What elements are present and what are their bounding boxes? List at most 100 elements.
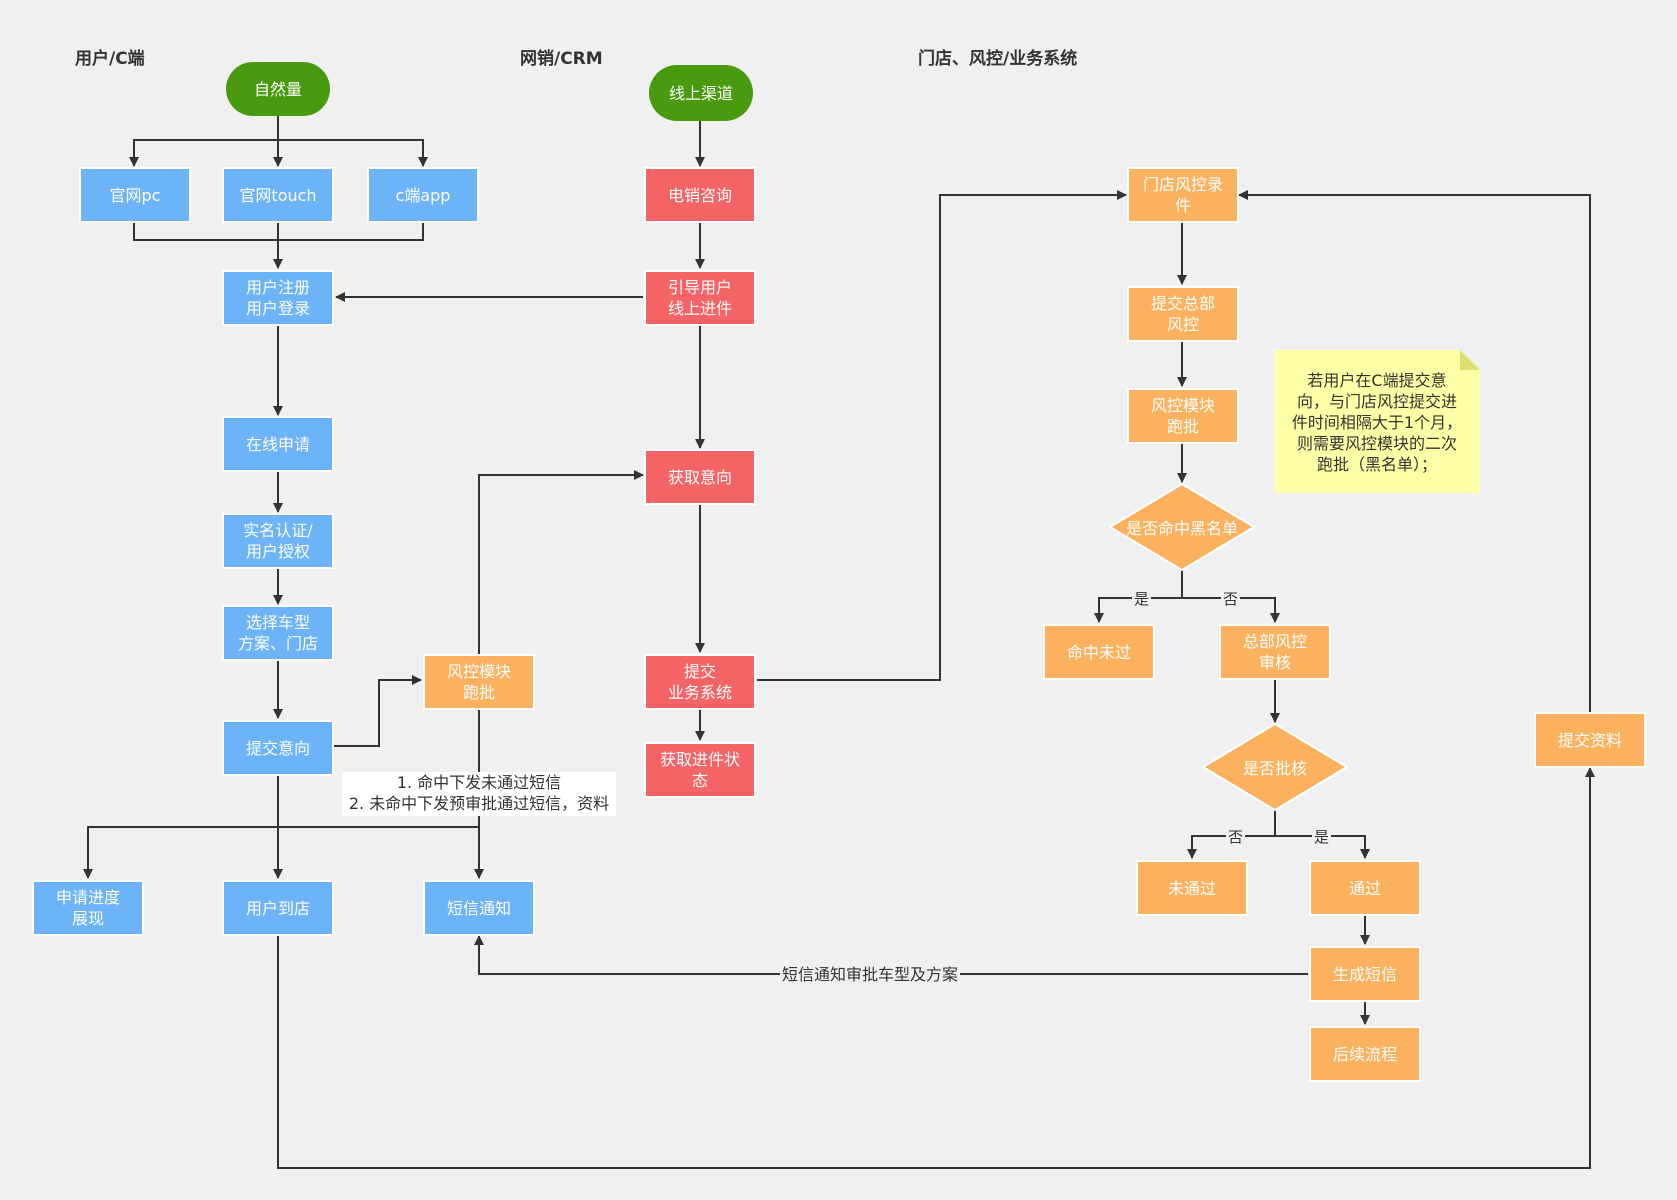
- node-submit-business[interactable]: 提交业务系统: [644, 654, 756, 710]
- decision-approved[interactable]: 是否批核: [1202, 723, 1348, 811]
- node-select-model-line1: 选择车型: [245, 613, 310, 632]
- node-guide-user-line2: 线上进件: [667, 299, 732, 318]
- edge-label-yes-blacklist: 是: [1132, 590, 1152, 608]
- node-online-channel[interactable]: 线上渠道: [649, 65, 753, 121]
- node-store-entry[interactable]: 门店风控录件: [1127, 167, 1239, 223]
- node-c-app[interactable]: c端app: [367, 167, 479, 223]
- edge-blacklist-no: [1182, 597, 1280, 623]
- node-real-name-auth[interactable]: 实名认证/用户授权: [222, 513, 334, 569]
- edge-submitbiz-to-store: [757, 190, 1127, 681]
- node-natural-traffic[interactable]: 自然量: [226, 62, 330, 116]
- sticky-note-line5: 跑批（黑名单）；: [1316, 455, 1437, 474]
- node-followup-label: 后续流程: [1332, 1044, 1397, 1064]
- edge-approve-no: [1187, 835, 1275, 859]
- edge-submit-to-risk: [334, 675, 422, 747]
- node-website-touch-label: 官网touch: [239, 185, 317, 205]
- edge-natural-to-pc: [129, 139, 278, 167]
- edge-app-to-register: [278, 222, 424, 241]
- edge-pc-to-register: [133, 222, 278, 241]
- decision-blacklist-label: 是否命中黑名单: [1125, 519, 1238, 538]
- node-submit-business-line2: 业务系统: [667, 683, 732, 702]
- node-user-arrive[interactable]: 用户到店: [222, 880, 334, 936]
- node-user-register-line1: 用户注册: [245, 278, 310, 297]
- node-hq-review-line2: 审核: [1258, 653, 1291, 672]
- lane-title-store: 门店、风控/业务系统: [918, 49, 1078, 69]
- node-user-arrive-label: 用户到店: [245, 898, 310, 918]
- node-hit-fail[interactable]: 命中未过: [1043, 624, 1155, 680]
- node-progress-display-line2: 展现: [71, 909, 104, 928]
- node-generate-sms-label: 生成短信: [1332, 964, 1397, 984]
- node-c-app-label: c端app: [395, 185, 451, 205]
- node-guide-user[interactable]: 引导用户线上进件: [644, 270, 756, 326]
- node-natural-traffic-label: 自然量: [253, 79, 302, 99]
- edge-label-no-blacklist: 否: [1221, 590, 1241, 608]
- node-user-register-line2: 用户登录: [245, 299, 310, 318]
- edge-label-sms-approval: 短信通知审批车型及方案: [780, 965, 961, 984]
- node-followup[interactable]: 后续流程: [1309, 1026, 1421, 1082]
- node-hit-fail-label: 命中未过: [1066, 642, 1131, 662]
- edge-natural-to-app: [278, 139, 428, 167]
- node-risk-batch-user-line2: 跑批: [462, 683, 495, 702]
- lane-title-user: 用户/C端: [75, 49, 145, 69]
- node-website-touch[interactable]: 官网touch: [222, 167, 334, 223]
- node-get-status[interactable]: 获取进件状态: [644, 742, 756, 798]
- node-submit-docs-label: 提交资料: [1557, 730, 1622, 750]
- node-not-pass[interactable]: 未通过: [1136, 860, 1248, 916]
- sticky-note-line2: 向，与门店风控提交进: [1296, 392, 1457, 411]
- node-progress-display-line1: 申请进度: [55, 888, 120, 907]
- node-get-status-line1: 获取进件状: [659, 750, 740, 769]
- node-website-pc-label: 官网pc: [109, 185, 161, 205]
- node-select-model[interactable]: 选择车型方案、门店: [222, 605, 334, 661]
- node-not-pass-label: 未通过: [1167, 878, 1216, 898]
- node-get-intent-label: 获取意向: [667, 467, 732, 487]
- edge-gen-to-sms: [474, 935, 1308, 975]
- node-get-status-line2: 态: [691, 771, 708, 790]
- node-risk-batch-store-line2: 跑批: [1166, 417, 1199, 436]
- node-submit-hq-line2: 风控: [1166, 315, 1199, 334]
- node-sms-notice[interactable]: 短信通知: [423, 880, 535, 936]
- node-pass[interactable]: 通过: [1309, 860, 1421, 916]
- node-submit-intent-label: 提交意向: [245, 738, 310, 758]
- lane-title-crm: 网销/CRM: [520, 49, 603, 69]
- node-online-apply[interactable]: 在线申请: [222, 416, 334, 472]
- node-store-entry-line2: 件: [1174, 196, 1191, 215]
- node-website-pc[interactable]: 官网pc: [79, 167, 191, 223]
- node-get-intent[interactable]: 获取意向: [644, 449, 756, 505]
- node-hq-review-line1: 总部风控: [1242, 632, 1307, 651]
- sticky-note-line1: 若用户在C端提交意: [1307, 371, 1447, 390]
- node-select-model-line2: 方案、门店: [237, 634, 318, 653]
- node-real-name-auth-line2: 用户授权: [245, 542, 310, 561]
- node-risk-batch-store-line1: 风控模块: [1150, 396, 1215, 415]
- decision-approved-shape: [1202, 723, 1348, 811]
- node-progress-display[interactable]: 申请进度展现: [32, 880, 144, 936]
- node-pass-label: 通过: [1348, 878, 1381, 898]
- node-risk-batch-user[interactable]: 风控模块跑批: [423, 654, 535, 710]
- edge-note-sms-rules: 1. 命中下发未通过短信 2. 未命中下发预审批通过短信，资料: [342, 772, 616, 816]
- decision-blacklist[interactable]: 是否命中黑名单: [1109, 483, 1255, 571]
- edge-to-progress: [83, 826, 479, 879]
- node-hq-review[interactable]: 总部风控审核: [1219, 624, 1331, 680]
- edge-blacklist-yes: [1094, 597, 1182, 623]
- decision-approved-label: 是否批核: [1242, 759, 1307, 778]
- edge-risk-to-getintent: [478, 470, 644, 654]
- node-tele-consult-label: 电销咨询: [667, 185, 732, 205]
- edge-note-line2: 2. 未命中下发预审批通过短信，资料: [348, 794, 610, 813]
- edge-approve-yes: [1275, 835, 1370, 859]
- node-user-register[interactable]: 用户注册用户登录: [222, 270, 334, 326]
- node-real-name-auth-line1: 实名认证/: [243, 521, 313, 540]
- node-submit-hq[interactable]: 提交总部风控: [1127, 286, 1239, 342]
- node-submit-intent[interactable]: 提交意向: [222, 720, 334, 776]
- node-generate-sms[interactable]: 生成短信: [1309, 946, 1421, 1002]
- node-submit-hq-line1: 提交总部: [1150, 294, 1215, 313]
- decision-blacklist-shape: [1109, 483, 1255, 571]
- node-guide-user-line1: 引导用户: [667, 278, 732, 297]
- sticky-note-shape: [1275, 350, 1480, 493]
- node-tele-consult[interactable]: 电销咨询: [644, 167, 756, 223]
- node-online-channel-label: 线上渠道: [668, 83, 733, 103]
- edge-label-yes-approve: 是: [1312, 828, 1332, 846]
- node-submit-docs[interactable]: 提交资料: [1534, 712, 1646, 768]
- edge-arrive-to-docs: [277, 767, 1595, 1169]
- sticky-note-line4: 则需要风控模块的二次: [1296, 434, 1457, 453]
- node-risk-batch-store[interactable]: 风控模块跑批: [1127, 388, 1239, 444]
- edge-docs-to-store: [1238, 190, 1591, 712]
